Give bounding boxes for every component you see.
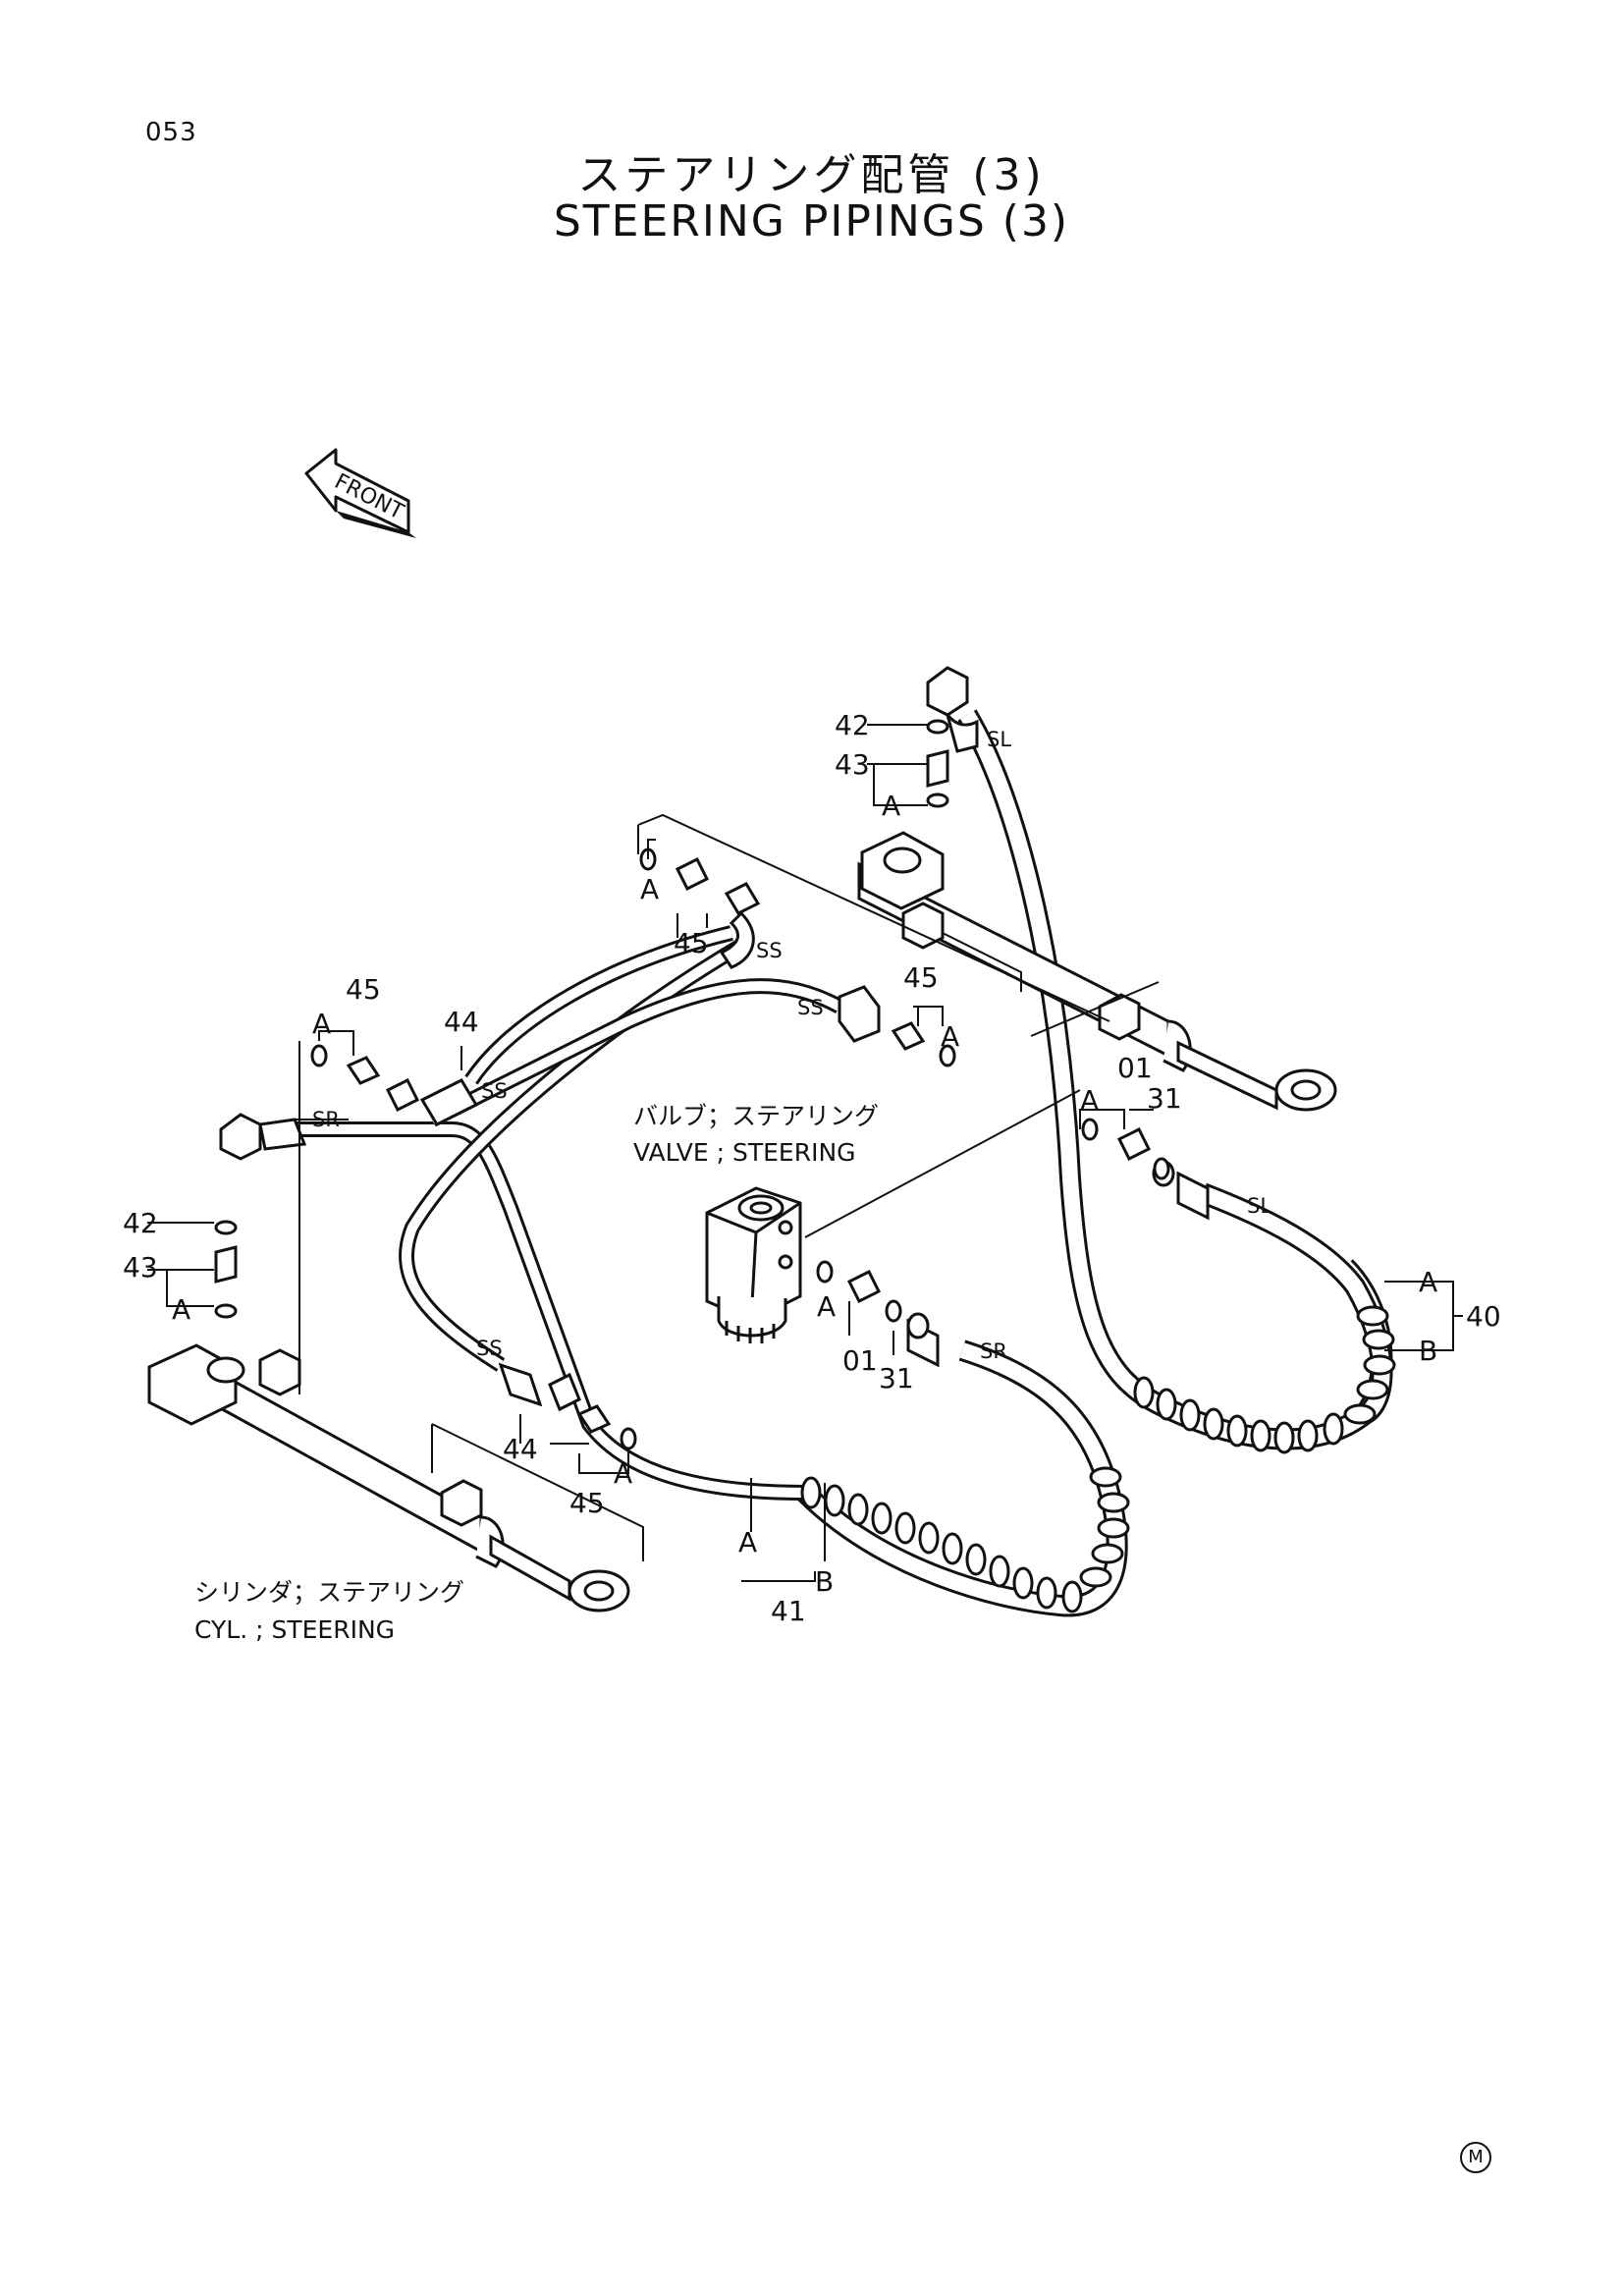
hose-code-ss-left: SS	[481, 1079, 508, 1103]
hose-code-sl-top: SL	[987, 728, 1011, 751]
circled-m-icon: M	[1460, 2142, 1491, 2173]
leader-lines	[147, 724, 1463, 1582]
callout-45-left: 45	[346, 973, 381, 1006]
callout-45-upper-mid: 45	[674, 927, 709, 959]
callout-a-lower: A	[614, 1457, 632, 1490]
callout-01-right: 01	[1117, 1052, 1153, 1084]
title-english: STEERING PIPINGS (3)	[553, 196, 1070, 246]
reference-lines	[298, 813, 1160, 1561]
steering-cylinder-left	[147, 1343, 630, 1613]
callout-b-40: B	[1419, 1335, 1437, 1367]
callout-a-upper-mid: A	[640, 873, 659, 905]
callout-40: 40	[1466, 1300, 1501, 1333]
callout-a-40: A	[1419, 1266, 1437, 1298]
hose-code-ss-lower: SS	[476, 1337, 503, 1360]
hose-code-sl-right: SL	[1247, 1194, 1271, 1218]
coil-sleeve-40	[1133, 1305, 1396, 1454]
page-number: 053	[145, 118, 197, 147]
callout-45-upper-right: 45	[903, 961, 939, 994]
callout-31-valve: 31	[879, 1362, 914, 1394]
steering-cylinder-right	[857, 831, 1337, 1112]
valve-caption-jp: バルブ；ステアリング	[633, 1102, 879, 1130]
coil-sleeve-41	[800, 1466, 1130, 1613]
callout-a-valve: A	[817, 1290, 836, 1323]
title-japanese: ステアリング配管 (3)	[577, 150, 1046, 200]
callout-a-left-low: A	[172, 1293, 190, 1326]
callout-41: 41	[771, 1595, 806, 1627]
callout-a-upper-right: A	[941, 1020, 959, 1053]
callout-42-top: 42	[835, 709, 870, 741]
hose-code-ss-middle: SS	[797, 996, 824, 1019]
hose-sr-right	[797, 1339, 1128, 1617]
callout-a-right: A	[1080, 1084, 1099, 1117]
pipe-ss-lower	[399, 925, 843, 1372]
callout-43-left: 43	[123, 1251, 158, 1284]
hose-code-ss-upper: SS	[756, 939, 783, 962]
callout-42-left: 42	[123, 1207, 158, 1239]
callout-44-lower: 44	[503, 1433, 538, 1465]
cylinder-caption-en: CYL. ; STEERING	[194, 1615, 395, 1644]
callout-a-left: A	[312, 1008, 331, 1040]
valve-caption-en: VALVE ; STEERING	[633, 1138, 856, 1167]
callout-31-right: 31	[1147, 1082, 1182, 1115]
callout-b-41: B	[815, 1565, 834, 1598]
callout-44-left: 44	[444, 1006, 479, 1038]
steering-valve-body	[705, 1186, 802, 1343]
front-arrow-icon: FRONT	[304, 448, 416, 538]
fittings	[214, 666, 1210, 1450]
hose-sl-right	[1199, 1182, 1393, 1424]
hose-code-sr-left: SR	[312, 1108, 340, 1131]
callout-a-top: A	[882, 790, 900, 822]
hose-code-sr-right: SR	[980, 1339, 1007, 1363]
callout-43-top: 43	[835, 748, 870, 781]
callout-01-valve: 01	[842, 1344, 878, 1377]
callout-45-lower: 45	[569, 1487, 605, 1519]
callout-a-41: A	[738, 1526, 757, 1558]
cylinder-caption-jp: シリンダ；ステアリング	[194, 1578, 464, 1607]
